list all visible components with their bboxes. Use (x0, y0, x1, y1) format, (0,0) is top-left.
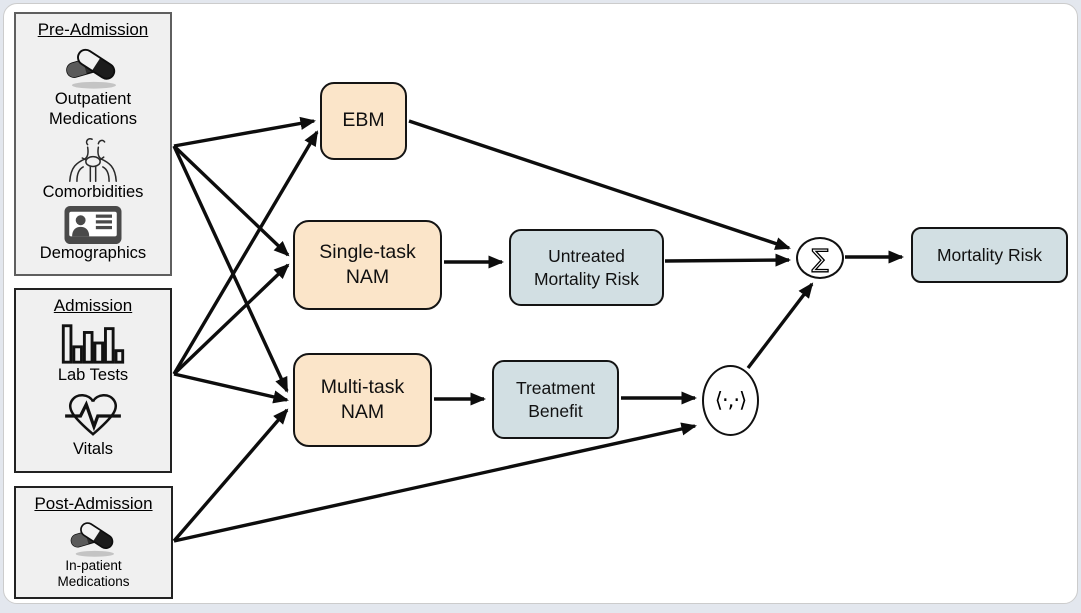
input-label-inpatient-medications: In-patient Medications (57, 558, 130, 590)
arrow-postadmission-to-inner-product (173, 422, 697, 543)
panel-admission: Admission Lab Tests Vitals (14, 288, 172, 473)
arrow-untreated-risk-to-sum (664, 253, 792, 267)
panel-pre-admission: Pre-Admission Outpatient Medications (14, 12, 172, 276)
panel-title: Admission (53, 296, 133, 315)
node-mortality-risk: Mortality Risk (911, 227, 1068, 283)
torso-icon (69, 137, 117, 182)
sum-operator-node: ∑ (796, 237, 844, 279)
input-label-demographics: Demographics (39, 243, 147, 262)
arrow-preadmission-to-single-task-nam (172, 144, 290, 257)
arrow-admission-to-multi-task-nam (173, 372, 289, 404)
node-single-task-nam: Single-task NAM (293, 220, 442, 310)
inner-product-operator-node: ⟨·,·⟩ (702, 365, 759, 436)
heart-pulse-icon (65, 393, 121, 436)
id-card-icon (64, 205, 122, 244)
arrow-ebm-to-sum (408, 119, 791, 250)
node-ebm: EBM (320, 82, 407, 160)
arrow-admission-to-ebm (172, 130, 319, 375)
node-multi-task-nam: Multi-task NAM (293, 353, 432, 447)
inner-product-icon: ⟨·,·⟩ (714, 388, 747, 412)
sum-icon: ∑ (811, 243, 829, 273)
bar-chart-icon (61, 324, 125, 364)
panel-post-admission: Post-Admission In-patient Medications (14, 486, 173, 599)
pills-icon (69, 520, 115, 558)
input-label-comorbidities: Comorbidities (42, 182, 144, 201)
arrow-preadmission-to-multi-task-nam (172, 145, 289, 393)
node-treatment-benefit: Treatment Benefit (492, 360, 619, 439)
pills-icon (65, 47, 118, 89)
arrow-postadmission-to-multi-task-nam (172, 408, 289, 543)
panel-title: Pre-Admission (37, 20, 149, 39)
panel-title: Post-Admission (34, 494, 153, 513)
arrow-inner-product-to-sum (746, 282, 814, 370)
input-label-lab-tests: Lab Tests (57, 366, 129, 385)
node-untreated-mortality-risk: Untreated Mortality Risk (509, 229, 664, 306)
input-label-outpatient-medications: Outpatient Medications (48, 90, 138, 128)
arrow-admission-to-single-task-nam (172, 263, 290, 376)
input-label-vitals: Vitals (72, 439, 114, 458)
arrow-preadmission-to-ebm (173, 116, 317, 148)
